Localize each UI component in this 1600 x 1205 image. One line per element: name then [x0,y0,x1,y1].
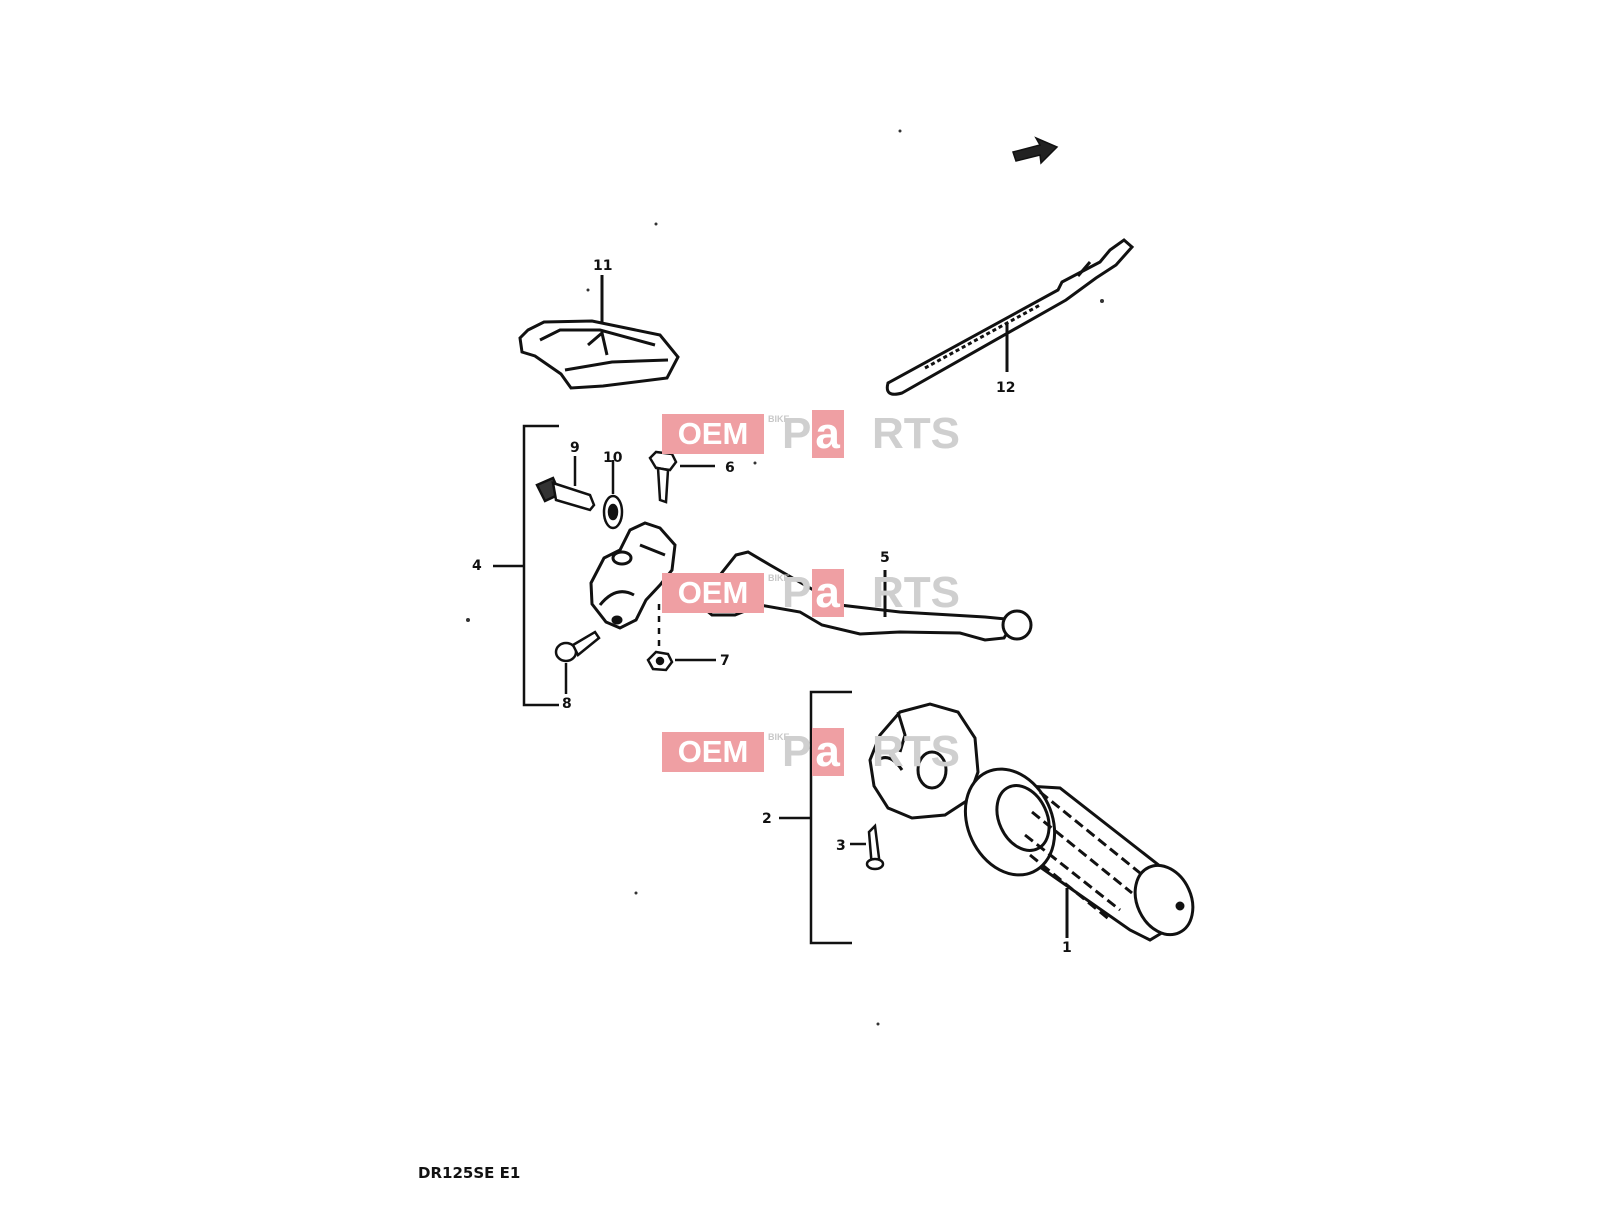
callout-12: 12 [996,380,1015,396]
callout-8: 8 [562,696,572,712]
throttle-housing-part [868,702,980,820]
watermark-bike-text: BIKE [768,732,790,742]
watermark-1: OEM BIKE Pa RTS [662,410,960,458]
scan-specks [466,129,1104,1026]
watermark-rts: RTS [872,568,960,617]
watermark-a: a [812,569,844,617]
callout-3: 3 [836,838,846,854]
callout-5: 5 [880,550,890,566]
callout-7: 7 [720,653,730,669]
callout-2: 2 [762,811,772,827]
assembly-4-bracket [493,424,559,707]
grip-part [963,767,1195,942]
watermark-3: OEM BIKE Pa RTS [662,728,960,776]
cable-band-part [885,238,1135,396]
lock-nut-part [602,460,624,530]
callout-6: 6 [725,460,735,476]
adjuster-bolt-part [535,456,596,512]
pivot-bolt-part [648,450,715,504]
callout-10: 10 [603,450,623,466]
callout-4: 4 [472,558,482,574]
watermark-rts: RTS [872,409,960,458]
watermark-p: P [782,727,813,776]
watermark-bike-text: BIKE [768,414,790,424]
nut-part [646,650,716,672]
watermark-rts: RTS [872,727,960,776]
callout-9: 9 [570,440,580,456]
watermark-a: a [812,410,844,458]
watermark-oem-text: OEM [677,734,749,769]
assembly-2-bracket [779,690,852,945]
watermark-p: P [782,409,813,458]
boot-cover-part [518,275,680,390]
callout-11: 11 [593,258,612,274]
model-code: DR125SE E1 [418,1164,520,1182]
callout-1: 1 [1062,940,1072,956]
watermark-oem-text: OEM [677,416,749,451]
watermark-bike-text: BIKE [768,573,790,583]
watermark-2: OEM BIKE Pa RTS [662,569,960,617]
watermark-oem-text: OEM [677,575,749,610]
throttle-screw-part [850,823,885,871]
lever-holder-part [589,521,677,630]
direction-arrow-icon [1012,136,1059,165]
watermark-p: P [782,568,813,617]
watermark-a: a [812,728,844,776]
holder-screw-part [554,630,601,694]
